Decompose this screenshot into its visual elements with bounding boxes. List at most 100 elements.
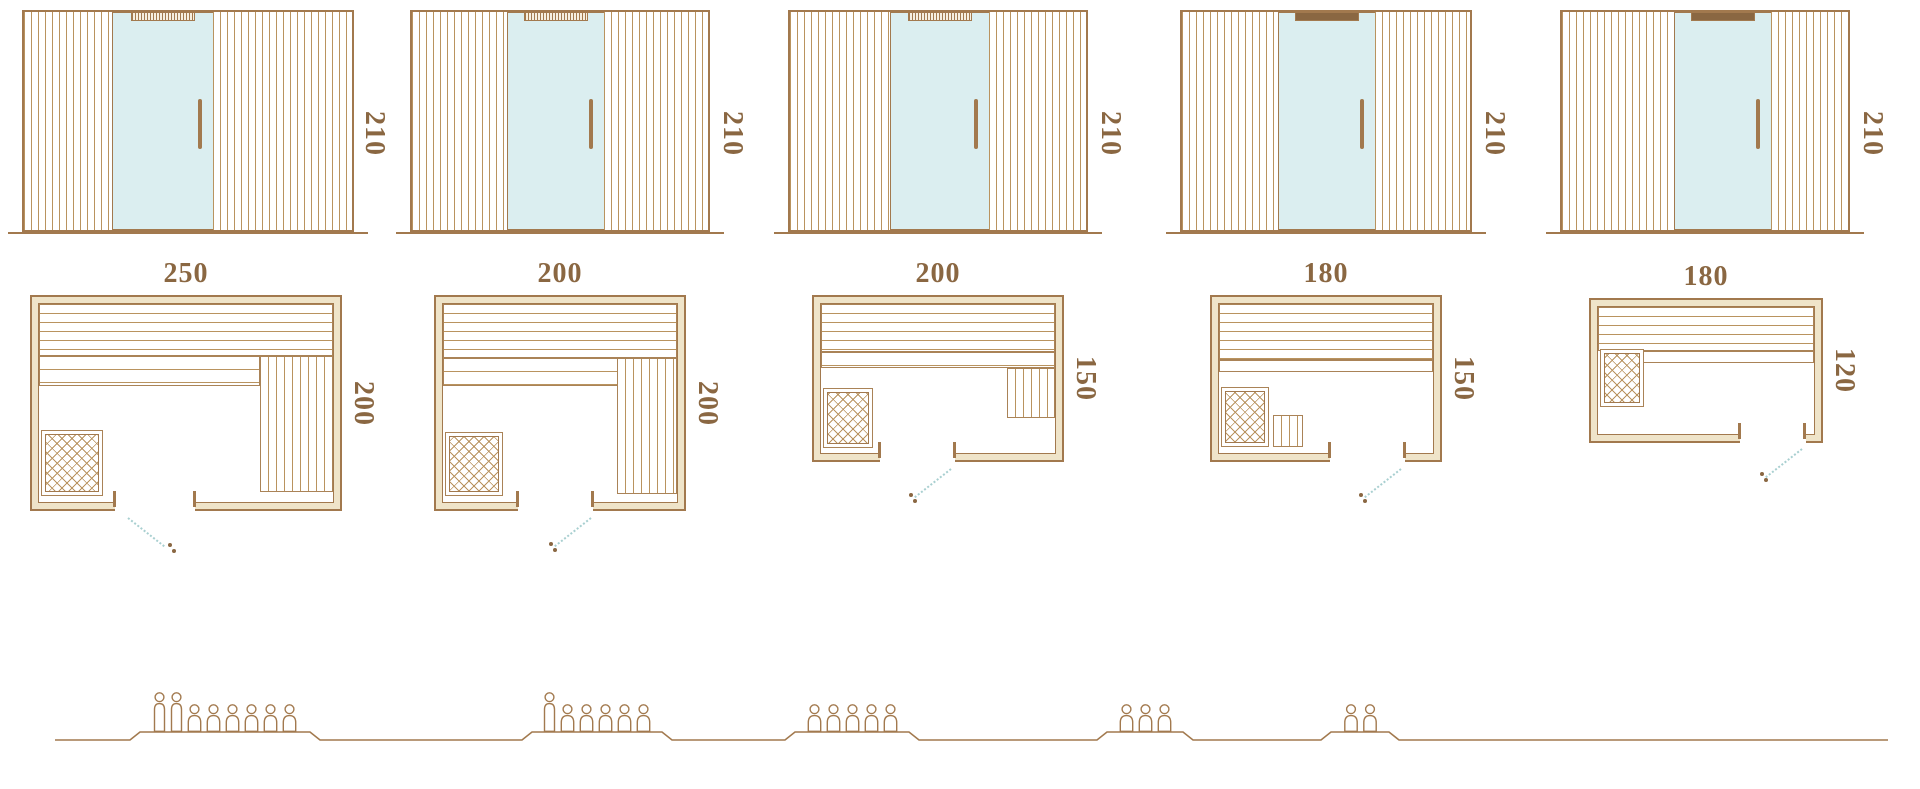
wall-slats-left — [1182, 12, 1279, 230]
vent-grille-icon — [1295, 12, 1359, 21]
door-jamb-right — [1403, 442, 1406, 458]
front-elevation — [1180, 10, 1472, 232]
heater-icon — [45, 434, 99, 492]
standing-person-icons — [152, 692, 185, 732]
floor-plan — [434, 295, 686, 511]
front-elevation — [22, 10, 354, 232]
ground-line — [1546, 232, 1864, 234]
floor-plan — [1210, 295, 1442, 462]
door-handle-icon — [1756, 99, 1760, 149]
ground-line — [1166, 232, 1486, 234]
ground-profile-line — [55, 731, 1888, 741]
glass-door — [1674, 12, 1772, 230]
front-elevation — [410, 10, 710, 232]
seated-person-icon — [579, 704, 594, 732]
wall-slats-left — [790, 12, 891, 230]
door-jamb-left — [878, 442, 881, 458]
bench-side — [260, 356, 333, 492]
heater-icon — [1604, 353, 1640, 403]
seated-person-icon — [845, 704, 860, 732]
bench-ledge — [1219, 360, 1433, 372]
floor-plan-interior — [1218, 303, 1434, 454]
door-opening — [115, 497, 195, 511]
width-dimension: 180 — [1683, 261, 1729, 292]
seated-person-icon — [864, 704, 879, 732]
seated-person-icon — [1344, 704, 1358, 732]
floor-plan — [1589, 298, 1823, 443]
seated-person-icons — [1342, 704, 1379, 732]
bench-upper — [39, 304, 333, 356]
door-jamb-right — [591, 491, 594, 507]
seated-person-icon — [263, 704, 278, 732]
seated-person-icon — [1119, 704, 1134, 732]
floor-plan-interior — [442, 303, 678, 503]
front-elevation — [788, 10, 1088, 232]
height-dimension: 210 — [1095, 110, 1126, 156]
height-dimension: 210 — [359, 110, 390, 156]
seated-person-icons — [559, 704, 653, 732]
bench-upper — [443, 304, 677, 358]
height-dimension: 210 — [1857, 110, 1888, 156]
bench-upper — [821, 304, 1055, 352]
seated-person-icon — [560, 704, 575, 732]
heater-icon — [1225, 391, 1265, 443]
width-dimension: 180 — [1303, 258, 1349, 289]
standing-person-icon — [170, 692, 183, 732]
wall-slats-left — [1562, 12, 1675, 230]
seated-person-icon — [1157, 704, 1172, 732]
vent-grille-icon — [908, 12, 972, 21]
seated-person-icon — [1138, 704, 1153, 732]
door-opening — [1740, 429, 1806, 443]
capacity-group-1 — [152, 692, 299, 732]
floor-plan-interior — [38, 303, 334, 503]
door-jamb-right — [953, 442, 956, 458]
bench-step — [1273, 415, 1303, 447]
height-dimension: 210 — [717, 110, 748, 156]
bench-lower — [39, 356, 260, 386]
seated-person-icons — [806, 704, 900, 732]
seated-person-icon — [883, 704, 898, 732]
capacity-group-5 — [1341, 704, 1379, 732]
wall-slats-right — [604, 12, 708, 230]
ground-line — [774, 232, 1102, 234]
seated-person-icon — [187, 704, 202, 732]
door-handle-icon — [974, 99, 978, 149]
seated-person-icon — [636, 704, 651, 732]
ground-line — [8, 232, 368, 234]
bench-upper — [1598, 307, 1814, 351]
depth-dimension: 150 — [1070, 356, 1101, 401]
heater-guard — [823, 388, 873, 448]
floor-plan-interior — [820, 303, 1056, 454]
seated-person-icon — [807, 704, 822, 732]
door-jamb-left — [1738, 423, 1741, 439]
seated-person-icon — [1363, 704, 1377, 732]
door-handle-dots — [549, 542, 559, 554]
door-opening — [1330, 448, 1405, 462]
height-dimension: 210 — [1479, 110, 1510, 156]
door-handle-dots — [168, 543, 178, 555]
heater-guard — [41, 430, 103, 496]
width-dimension: 250 — [163, 258, 209, 289]
wall-slats-left — [412, 12, 508, 230]
depth-dimension: 150 — [1448, 356, 1479, 401]
bench-upper — [1219, 304, 1433, 360]
capacity-baseline — [55, 731, 1888, 741]
door-handle-dots — [1359, 493, 1369, 505]
door-opening — [518, 497, 593, 511]
width-dimension: 200 — [537, 258, 583, 289]
front-elevation — [1560, 10, 1850, 232]
depth-dimension: 200 — [348, 380, 379, 426]
seated-person-icon — [282, 704, 297, 732]
bench-ledge — [1642, 351, 1814, 363]
wall-slats-right — [1375, 12, 1470, 230]
wall-slats-right — [1771, 12, 1848, 230]
seated-person-icon — [206, 704, 221, 732]
door-handle-icon — [198, 99, 202, 149]
bench-step — [1007, 368, 1055, 418]
bench-side — [617, 358, 677, 494]
heater-guard — [1221, 387, 1269, 447]
